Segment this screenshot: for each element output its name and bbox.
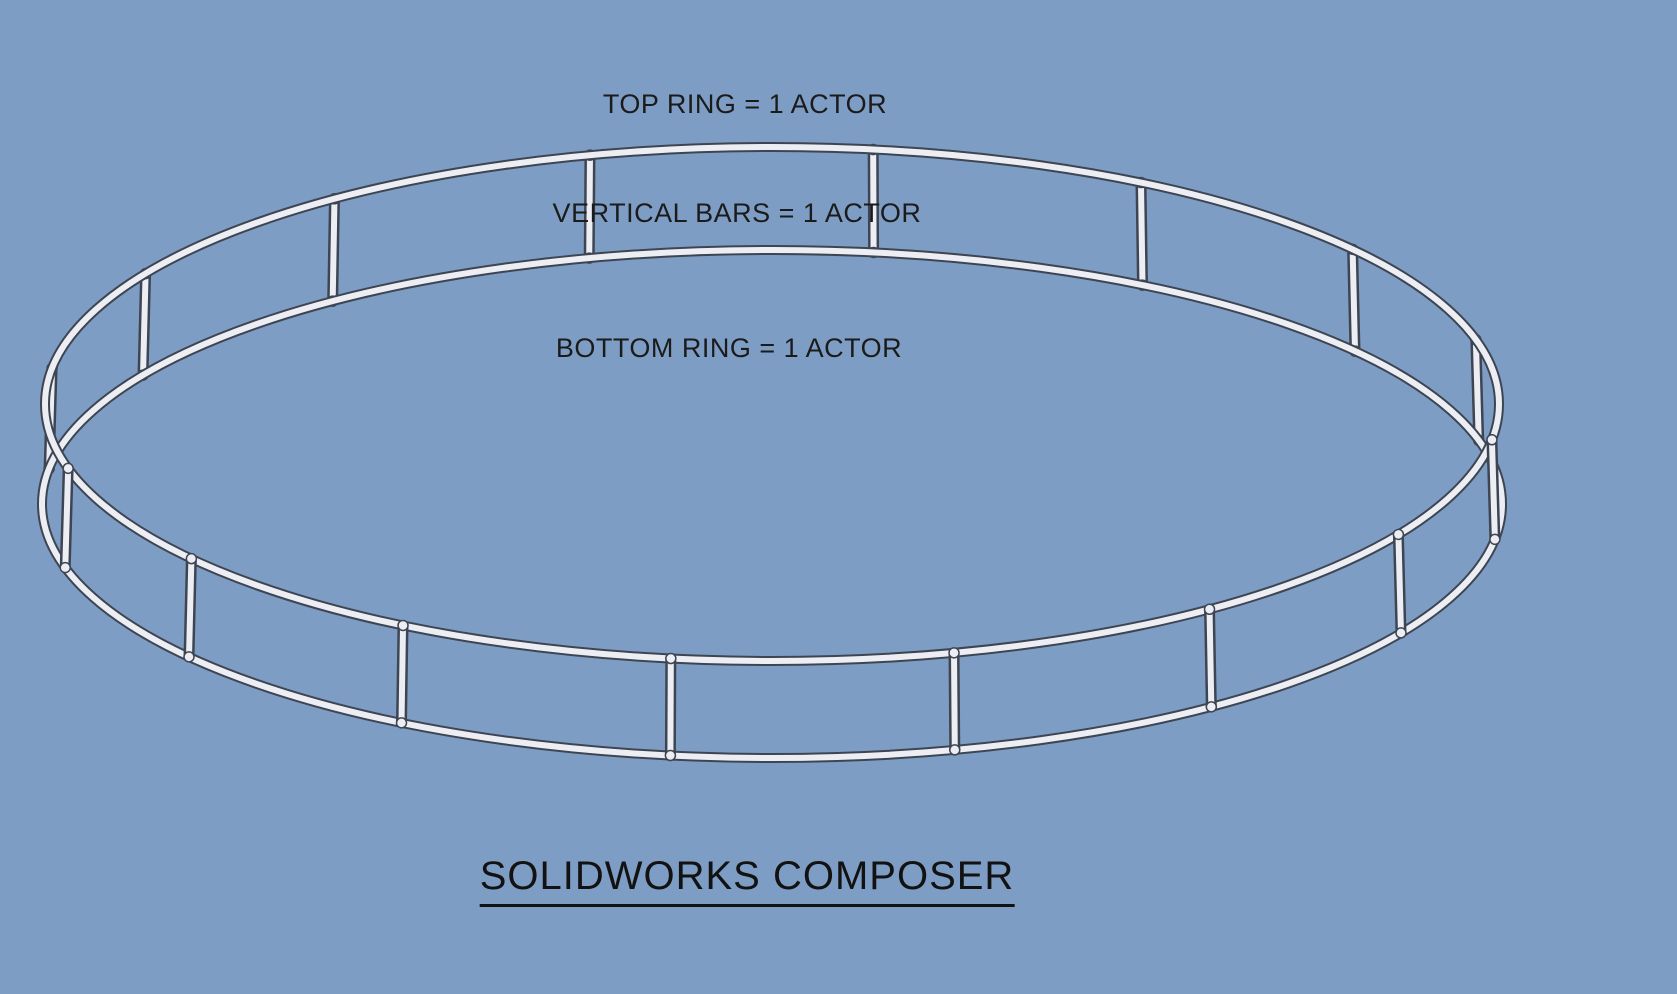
vertical-bars-label: VERTICAL BARS = 1 ACTOR xyxy=(552,198,922,228)
top-ring-label: TOP RING = 1 ACTOR xyxy=(602,89,888,119)
software-title: SOLIDWORKS COMPOSER xyxy=(479,853,1015,907)
bottom-ring-label: BOTTOM RING = 1 ACTOR xyxy=(555,333,903,363)
